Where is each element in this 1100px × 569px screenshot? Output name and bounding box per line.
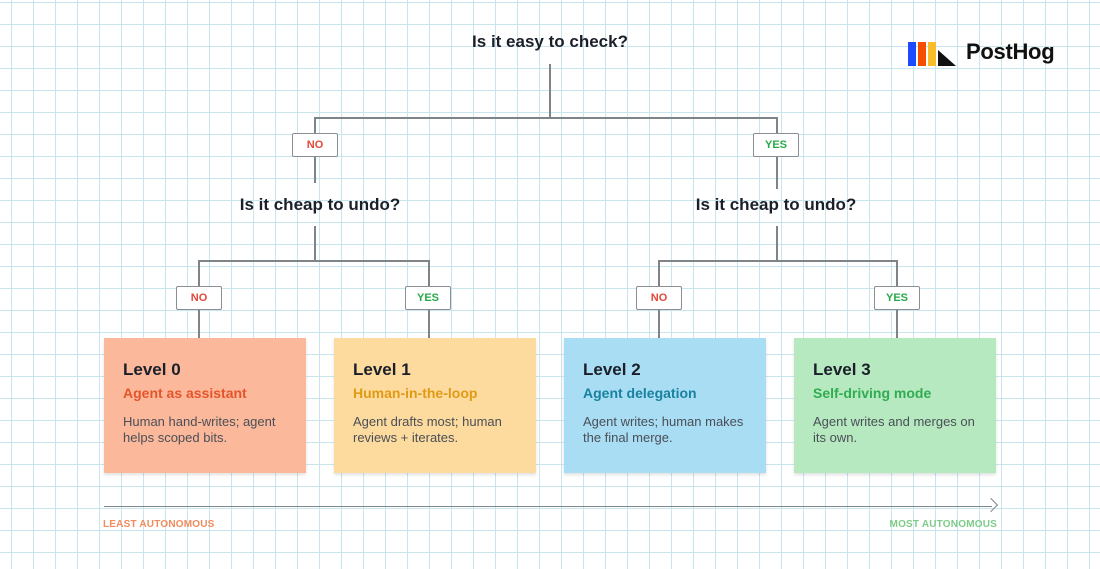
level-1-card: Level 1 Human-in-the-loop Agent drafts m… [334, 338, 536, 473]
least-autonomous-label: LEAST AUTONOMOUS [103, 519, 215, 530]
root-yes-tag: YES [753, 133, 799, 157]
right-branch-line [658, 260, 898, 262]
level-description: Agent drafts most; human reviews + itera… [353, 414, 502, 445]
left-branch-line [198, 260, 430, 262]
level-subtitle: Self-driving mode [813, 385, 932, 401]
level-description: Agent writes and merges on its own. [813, 414, 975, 445]
left-no-tag: NO [176, 286, 222, 310]
level-title: Level 2 [583, 360, 641, 379]
level-subtitle: Agent delegation [583, 385, 697, 401]
root-branch-line [315, 117, 778, 119]
left-question: Is it cheap to undo? [239, 195, 401, 214]
most-autonomous-label: MOST AUTONOMOUS [889, 519, 997, 530]
right-question: Is it cheap to undo? [695, 195, 857, 214]
level-title: Level 3 [813, 360, 871, 379]
level-title: Level 0 [123, 360, 181, 379]
level-3-card: Level 3 Self-driving mode Agent writes a… [794, 338, 996, 473]
level-subtitle: Human-in-the-loop [353, 385, 478, 401]
brand-name: PostHog [966, 39, 1055, 64]
level-0-card: Level 0 Agent as assistant Human hand-wr… [104, 338, 306, 473]
right-yes-tag: YES [874, 286, 920, 310]
posthog-hedgehog-logo-icon [908, 42, 956, 66]
root-stem [549, 64, 551, 118]
level-description: Agent writes; human makes the final merg… [583, 414, 744, 445]
level-2-card: Level 2 Agent delegation Agent writes; h… [564, 338, 766, 473]
level-subtitle: Agent as assistant [123, 385, 247, 401]
level-title: Level 1 [353, 360, 411, 379]
left-stem [314, 226, 316, 261]
right-no-tag: NO [636, 286, 682, 310]
left-yes-tag: YES [405, 286, 451, 310]
root-question: Is it easy to check? [472, 32, 628, 51]
arrow-right-icon [983, 497, 999, 513]
level-description: Human hand-writes; agent helps scoped bi… [123, 414, 276, 445]
posthog-logo: PostHog [908, 38, 1055, 66]
right-stem [776, 226, 778, 261]
root-no-tag: NO [292, 133, 338, 157]
autonomy-axis-line [104, 506, 992, 507]
